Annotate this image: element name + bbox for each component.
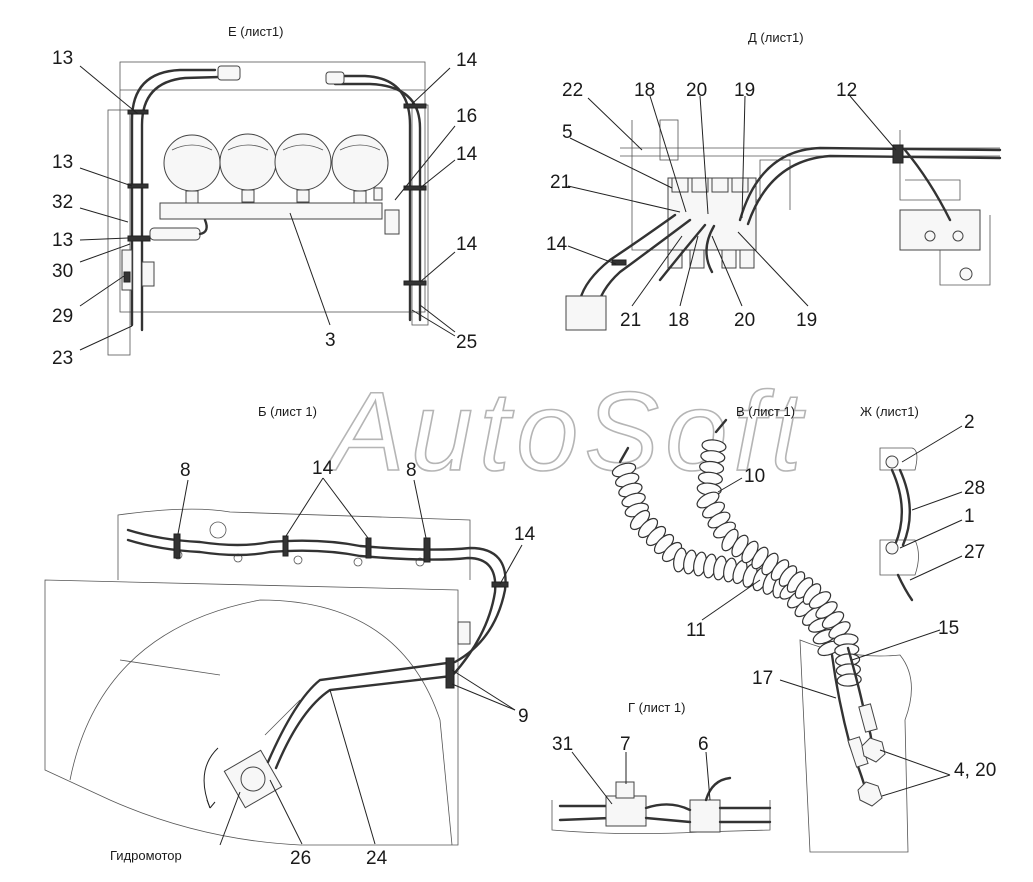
label-12: 12 <box>836 80 857 101</box>
view-b: Б (лист 1) <box>44 404 536 869</box>
label-20a: 20 <box>686 80 707 101</box>
label-9: 9 <box>518 706 529 727</box>
label-14f: 14 <box>514 524 536 545</box>
label-24: 24 <box>366 848 388 869</box>
label-17: 17 <box>752 668 773 689</box>
view-zh-caption: Ж (лист1) <box>860 404 919 419</box>
label-6: 6 <box>698 734 709 755</box>
view-e: Е (лист1) <box>52 24 478 369</box>
view-v: В (лист 1) 10 11 15 17 4, 20 <box>611 404 996 853</box>
label-2: 2 <box>964 412 975 433</box>
view-e-frame <box>119 61 426 313</box>
label-14c: 14 <box>456 234 478 255</box>
label-20b: 20 <box>734 310 755 331</box>
label-14b: 14 <box>456 144 478 165</box>
label-27: 27 <box>964 542 985 563</box>
label-19a: 19 <box>734 80 755 101</box>
spiral-guard-a <box>611 462 842 657</box>
label-3: 3 <box>325 330 336 351</box>
motor-label: Гидромотор <box>110 848 182 863</box>
label-14e: 14 <box>312 458 334 479</box>
label-5: 5 <box>562 122 573 143</box>
accumulators <box>163 133 389 204</box>
label-16: 16 <box>456 106 477 127</box>
label-4-20: 4, 20 <box>954 760 996 781</box>
view-g-caption: Г (лист 1) <box>628 700 685 715</box>
label-8b: 8 <box>406 460 417 481</box>
label-26: 26 <box>290 848 311 869</box>
view-d: Д (лист1) <box>546 30 1002 331</box>
label-30: 30 <box>52 261 73 282</box>
view-g: Г (лист 1) 31 7 6 <box>551 700 772 834</box>
label-14d: 14 <box>546 234 568 255</box>
view-e-left-post <box>107 109 131 356</box>
label-32: 32 <box>52 192 73 213</box>
view-v-caption: В (лист 1) <box>736 404 795 419</box>
label-8a: 8 <box>180 460 191 481</box>
manifold-bar <box>159 202 383 220</box>
label-18a: 18 <box>634 80 655 101</box>
label-18b: 18 <box>668 310 689 331</box>
view-b-caption: Б (лист 1) <box>258 404 317 419</box>
view-e-caption: Е (лист1) <box>228 24 283 39</box>
label-11: 11 <box>686 620 706 641</box>
label-21a: 21 <box>550 172 571 193</box>
label-1: 1 <box>964 506 975 527</box>
label-13c: 13 <box>52 230 73 251</box>
label-22: 22 <box>562 80 583 101</box>
hydraulic-motor <box>203 747 283 809</box>
label-25: 25 <box>456 332 477 353</box>
label-15: 15 <box>938 618 959 639</box>
label-28: 28 <box>964 478 985 499</box>
watermark: AutoSoft <box>324 369 808 494</box>
label-14a: 14 <box>456 50 478 71</box>
label-21b: 21 <box>620 310 641 331</box>
label-29: 29 <box>52 306 73 327</box>
label-19b: 19 <box>796 310 817 331</box>
label-23: 23 <box>52 348 73 369</box>
label-7: 7 <box>620 734 631 755</box>
view-d-caption: Д (лист1) <box>748 30 804 45</box>
view-zh: Ж (лист1) 2 28 1 27 <box>860 404 985 602</box>
label-10: 10 <box>744 466 765 487</box>
label-13b: 13 <box>52 152 73 173</box>
label-31: 31 <box>552 734 573 755</box>
label-13a: 13 <box>52 48 73 69</box>
